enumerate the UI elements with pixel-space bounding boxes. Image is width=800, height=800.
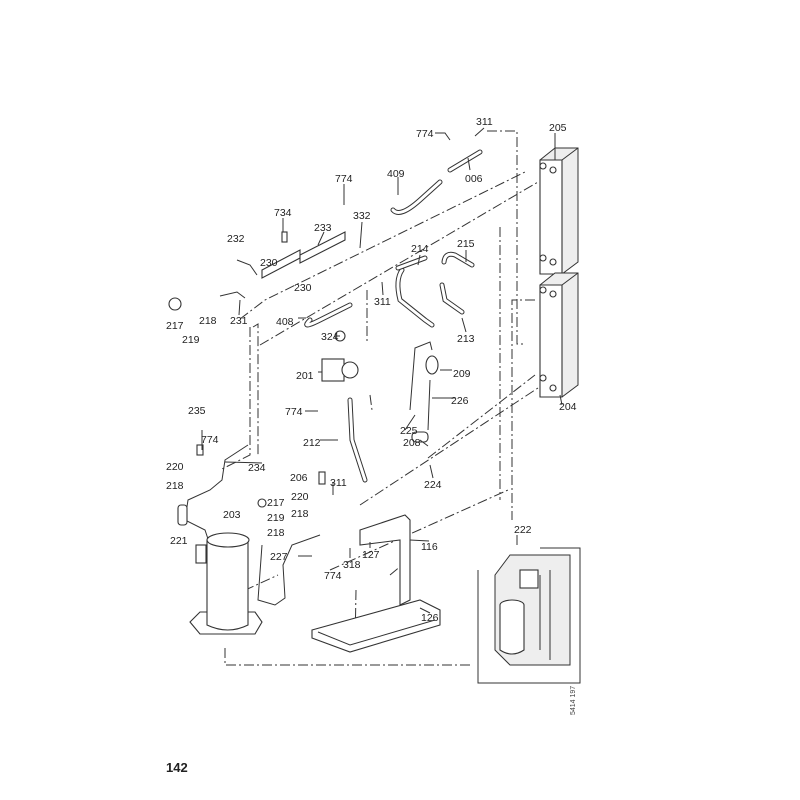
callout: 218 <box>199 315 217 327</box>
callout: 774 <box>201 434 219 446</box>
components <box>168 231 439 526</box>
callout: 220 <box>291 491 309 503</box>
callout: 219 <box>182 334 200 346</box>
callout: 226 <box>451 395 469 407</box>
callout: 220 <box>166 461 184 473</box>
callout: 311 <box>374 296 391 308</box>
callout: 224 <box>424 479 442 491</box>
callout: 231 <box>230 315 248 327</box>
callout: 215 <box>457 238 475 250</box>
callout: 204 <box>559 401 577 413</box>
callout: 208 <box>403 437 421 449</box>
callout: 218 <box>267 527 285 539</box>
pipes <box>184 149 483 606</box>
callout: 213 <box>457 333 475 345</box>
callout: 774 <box>416 128 434 140</box>
callout-labels: 311 774 205 409 006 774 734 332 233 232 … <box>166 116 577 624</box>
callout: 235 <box>188 405 206 417</box>
pump-201 <box>321 358 345 382</box>
heat-exchanger-204 <box>539 272 579 398</box>
callout: 214 <box>411 243 429 255</box>
callout: 230 <box>294 282 312 294</box>
inset-unit-overview-222 <box>477 547 581 684</box>
callout: 409 <box>387 168 405 180</box>
callout: 232 <box>227 233 245 245</box>
assembly-lines <box>219 130 539 666</box>
callout: 222 <box>514 524 532 536</box>
callout: 774 <box>324 570 342 582</box>
callout: 225 <box>400 425 418 437</box>
callout: 227 <box>270 551 288 563</box>
filter-209 <box>425 355 439 375</box>
callout: 324 <box>321 331 339 343</box>
callout: 774 <box>335 173 353 185</box>
callout: 203 <box>223 509 241 521</box>
frame-bracket <box>311 514 441 653</box>
callout: 201 <box>296 370 314 382</box>
compressor-203 <box>189 532 263 635</box>
callout: 206 <box>290 472 308 484</box>
callout: 006 <box>465 173 483 185</box>
callout: 127 <box>362 549 380 561</box>
callout: 126 <box>421 612 439 624</box>
callout: 234 <box>248 462 266 474</box>
callout: 116 <box>421 541 438 553</box>
callout: 774 <box>285 406 303 418</box>
callout: 218 <box>291 508 309 520</box>
callout: 408 <box>276 316 294 328</box>
callout: 233 <box>314 222 332 234</box>
callout: 734 <box>274 207 292 219</box>
callout: 212 <box>303 437 321 449</box>
callout: 205 <box>549 122 567 134</box>
callout: 230 <box>260 257 278 269</box>
callout: 311 <box>330 477 347 489</box>
callout: 217 <box>267 497 285 509</box>
leader-lines <box>201 127 563 614</box>
callout: 219 <box>267 512 285 524</box>
page-number: 142 <box>166 760 188 775</box>
callout: 311 <box>476 116 493 128</box>
callout: 217 <box>166 320 184 332</box>
callout: 209 <box>453 368 471 380</box>
document-code: 5414 197 <box>570 685 577 715</box>
callout: 221 <box>170 535 188 547</box>
callout: 218 <box>166 480 184 492</box>
heat-exchanger-205 <box>539 147 579 275</box>
callout: 332 <box>353 210 371 222</box>
callout: 318 <box>343 559 361 571</box>
